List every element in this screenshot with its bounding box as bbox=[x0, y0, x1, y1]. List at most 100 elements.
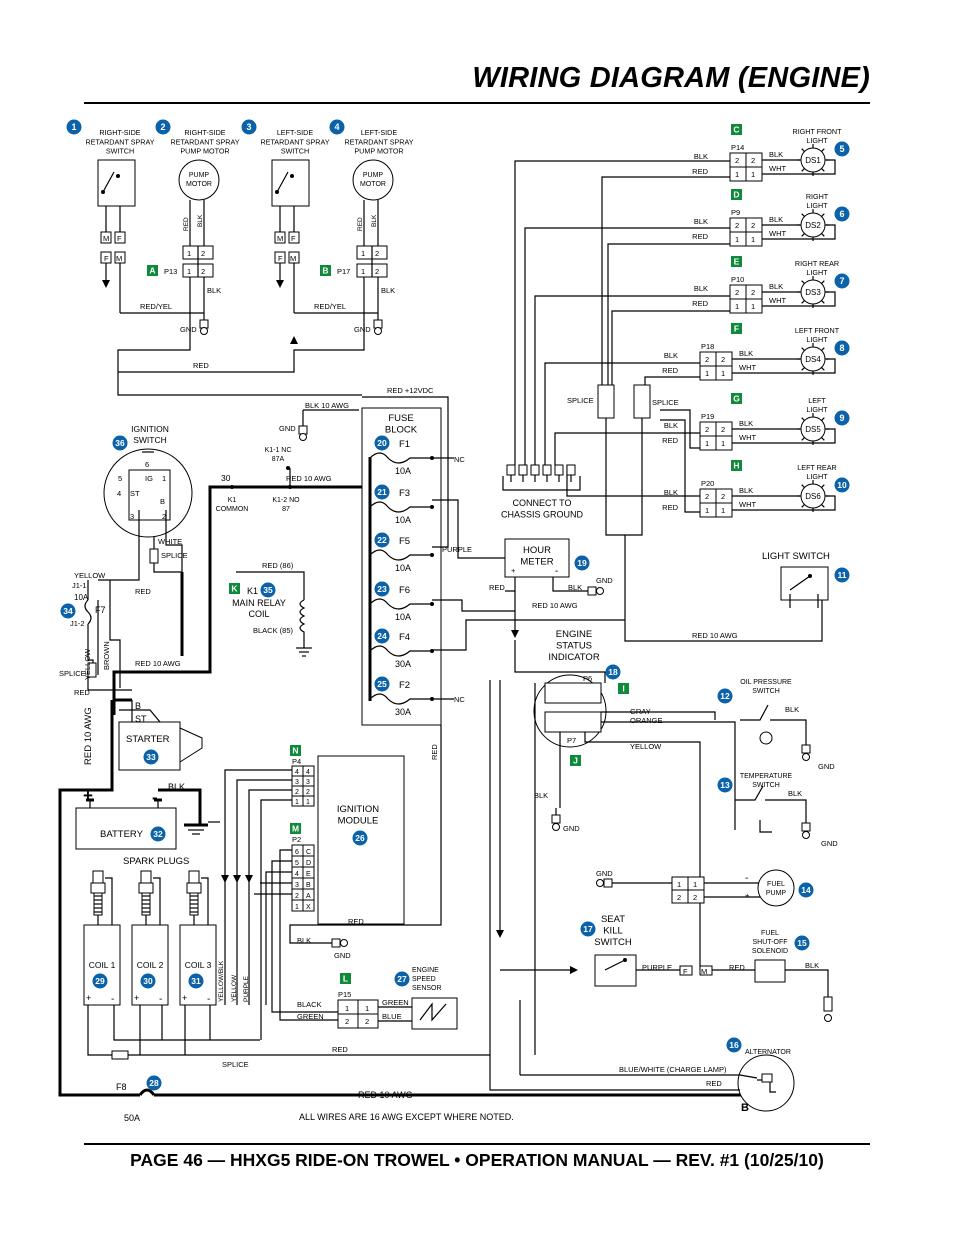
fuse-amp: 10A bbox=[395, 466, 411, 476]
label: K1-2 NO bbox=[272, 497, 300, 504]
svg-text:M: M bbox=[103, 234, 109, 243]
callout-temperature: 13 bbox=[717, 777, 733, 793]
label: RED/YEL bbox=[314, 302, 346, 311]
callout-number: 3 bbox=[246, 122, 251, 132]
label: WHITE bbox=[158, 537, 182, 546]
label: 2 bbox=[751, 221, 755, 230]
label: BLK bbox=[694, 284, 708, 293]
pump-motor-label: MOTOR bbox=[360, 181, 386, 188]
label: BLK bbox=[739, 419, 753, 428]
label: WHT bbox=[739, 433, 756, 442]
label: BLK bbox=[739, 349, 753, 358]
callout-seat-kill: 17 bbox=[580, 921, 596, 937]
component-label: RETARDANT SPRAY bbox=[85, 137, 154, 146]
callout-light-5: 5 bbox=[834, 141, 850, 157]
label: GREEN bbox=[382, 998, 409, 1007]
callout-light-7: 7 bbox=[834, 273, 850, 289]
tag-H: H bbox=[731, 460, 742, 471]
hour-meter-label: HOUR bbox=[523, 545, 551, 556]
label: 87A bbox=[272, 456, 285, 463]
callout-coil-30: 30 bbox=[140, 973, 156, 989]
label: SPLICE bbox=[652, 398, 679, 407]
label: RED bbox=[662, 366, 678, 375]
engine-status-label: INDICATOR bbox=[548, 652, 600, 663]
wire-label: BLK bbox=[371, 214, 378, 227]
page-footer: PAGE 46 — HHXG5 RIDE-ON TROWEL • OPERATI… bbox=[130, 1150, 824, 1170]
connector-tag-letter: K bbox=[231, 584, 238, 594]
label: WHT bbox=[739, 500, 756, 509]
callout-fuse-23: 23 bbox=[374, 581, 390, 597]
callout-fuse-24: 24 bbox=[374, 628, 390, 644]
light-label: LIGHT bbox=[806, 335, 828, 344]
label: 2 bbox=[705, 425, 709, 434]
light-label: RIGHT bbox=[806, 192, 829, 201]
label: RED (86) bbox=[262, 561, 294, 570]
light-id: DS4 bbox=[805, 355, 821, 364]
svg-text:3: 3 bbox=[130, 512, 134, 521]
fuse-block bbox=[289, 396, 625, 948]
label: BLK bbox=[534, 791, 548, 800]
fuse-amp: 10A bbox=[395, 612, 411, 622]
tag-F: F bbox=[731, 323, 742, 334]
svg-text:F: F bbox=[117, 234, 122, 243]
component-label: RETARDANT SPRAY bbox=[344, 137, 413, 146]
label: RED bbox=[692, 167, 708, 176]
label: 2 bbox=[751, 288, 755, 297]
plug-label: P19 bbox=[701, 412, 714, 421]
label: GND bbox=[563, 824, 580, 833]
label: BLACK bbox=[297, 1000, 322, 1009]
callout-light-9: 9 bbox=[834, 410, 850, 426]
callout-number: 25 bbox=[377, 679, 387, 689]
label: RED bbox=[692, 299, 708, 308]
light-label: LEFT FRONT bbox=[795, 326, 840, 335]
label: BROWN bbox=[102, 641, 111, 670]
callout-oil-pressure: 12 bbox=[717, 688, 733, 704]
connector-tag-letter: B bbox=[322, 266, 328, 276]
label: 2 bbox=[705, 355, 709, 364]
wire-gauge-note: ALL WIRES ARE 16 AWG EXCEPT WHERE NOTED. bbox=[299, 1112, 514, 1122]
label: SPLICE bbox=[59, 669, 86, 678]
label: RED 10 AWG bbox=[532, 601, 578, 610]
svg-text:2: 2 bbox=[677, 893, 681, 902]
plug-label: P20 bbox=[701, 479, 714, 488]
label: 2 bbox=[306, 789, 310, 796]
callout-number: 16 bbox=[729, 1040, 739, 1050]
label: BLK bbox=[694, 152, 708, 161]
fuse-name: F5 bbox=[399, 536, 410, 547]
callout-number: 11 bbox=[838, 570, 847, 580]
callout-ignition-switch: 36 bbox=[112, 435, 128, 451]
light-label: LIGHT bbox=[806, 405, 828, 414]
label: 87 bbox=[282, 506, 290, 513]
label: GREEN bbox=[297, 1012, 324, 1021]
label: E bbox=[306, 871, 311, 878]
light-switch-label: LIGHT SWITCH bbox=[762, 551, 830, 562]
label: P7 bbox=[567, 736, 576, 745]
svg-text:1: 1 bbox=[365, 1004, 369, 1013]
callout-fuel-pump: 14 bbox=[798, 882, 814, 898]
callout-top-2: 2 bbox=[155, 119, 171, 135]
component-label: SWITCH bbox=[106, 147, 134, 156]
svg-text:1: 1 bbox=[162, 474, 166, 483]
label: PURPLE bbox=[442, 545, 472, 554]
label: F7 bbox=[95, 605, 106, 615]
callout-top-3: 3 bbox=[241, 119, 257, 135]
label: - bbox=[111, 994, 114, 1005]
label: PURPLE bbox=[243, 975, 250, 1002]
label: GND bbox=[596, 576, 613, 585]
callout-fuse-25: 25 bbox=[374, 676, 390, 692]
wire-label: RED bbox=[183, 217, 190, 231]
connector-tag-letter: G bbox=[733, 394, 740, 404]
callout-coil-29: 29 bbox=[92, 973, 108, 989]
fuse-name: F4 bbox=[399, 632, 410, 643]
callout-number: 32 bbox=[153, 829, 163, 839]
label: 3 bbox=[295, 882, 299, 889]
svg-text:6: 6 bbox=[145, 460, 149, 469]
label: WHT bbox=[769, 164, 786, 173]
callout-number: 15 bbox=[797, 938, 807, 948]
label: TEMPERATURE bbox=[740, 773, 793, 780]
label: COIL bbox=[248, 609, 269, 619]
label: GND bbox=[334, 951, 351, 960]
label: BLK bbox=[739, 486, 753, 495]
callout-number: 19 bbox=[577, 558, 587, 568]
component-label: RETARDANT SPRAY bbox=[170, 137, 239, 146]
